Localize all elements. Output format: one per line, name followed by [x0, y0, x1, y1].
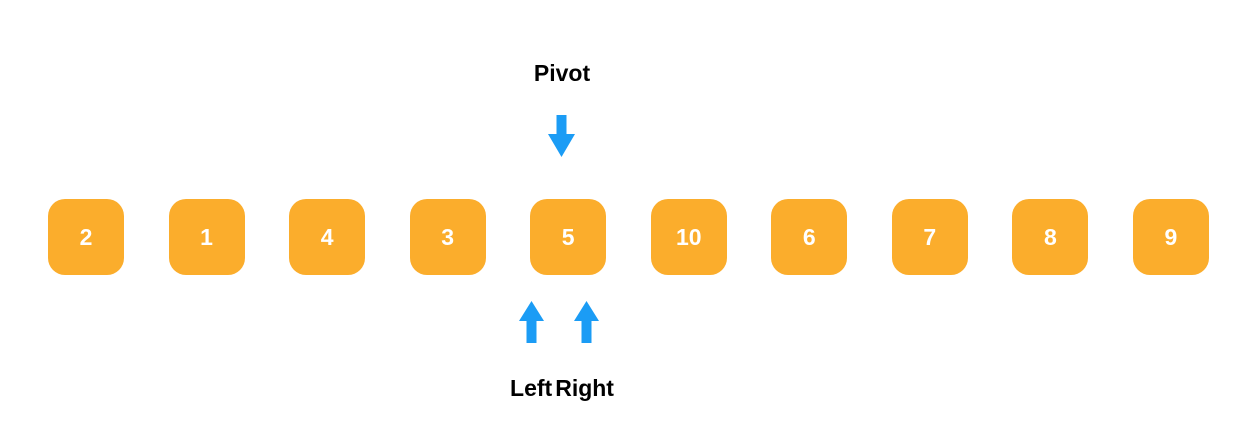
left-label: Left — [510, 375, 553, 401]
array-cell: 3 — [409, 199, 486, 275]
array-cell-value: 5 — [561, 223, 575, 250]
array-cell-value: 8 — [1043, 223, 1057, 250]
array-cell-value: 2 — [79, 223, 93, 250]
array-cell-pivot: 5 — [530, 199, 607, 275]
pointer-labels: Left Right — [510, 375, 614, 402]
array-cell: 10 — [650, 199, 727, 275]
array-cell-value: 1 — [200, 223, 213, 250]
arrow-up-stem — [581, 319, 592, 343]
array-row: 2 1 4 3 5 10 6 7 8 9 — [48, 199, 1209, 275]
array-cell: 8 — [1012, 199, 1089, 275]
array-cell: 7 — [891, 199, 968, 275]
array-cell: 6 — [771, 199, 848, 275]
array-cell-value: 6 — [802, 223, 816, 250]
array-cell: 1 — [168, 199, 245, 275]
arrow-up-icon — [519, 301, 544, 343]
array-cell: 9 — [1132, 199, 1209, 275]
array-cell-value: 4 — [320, 223, 334, 250]
pivot-label: Pivot — [533, 60, 591, 86]
arrow-down-icon — [548, 115, 575, 157]
arrow-up-stem — [526, 319, 537, 343]
array-cell-value: 9 — [1164, 223, 1178, 250]
arrow-down-stem — [556, 115, 567, 136]
right-label: Right — [555, 375, 614, 401]
arrow-up-icon — [574, 301, 599, 343]
array-cell-value: 7 — [923, 223, 937, 250]
arrow-up-head — [574, 301, 599, 321]
array-cell: 2 — [48, 199, 124, 275]
array-cell-value: 3 — [441, 223, 455, 250]
arrow-down-head — [548, 134, 575, 157]
arrow-up-head — [519, 301, 544, 321]
array-cell-value: 10 — [675, 223, 702, 250]
array-cell: 4 — [289, 199, 366, 275]
